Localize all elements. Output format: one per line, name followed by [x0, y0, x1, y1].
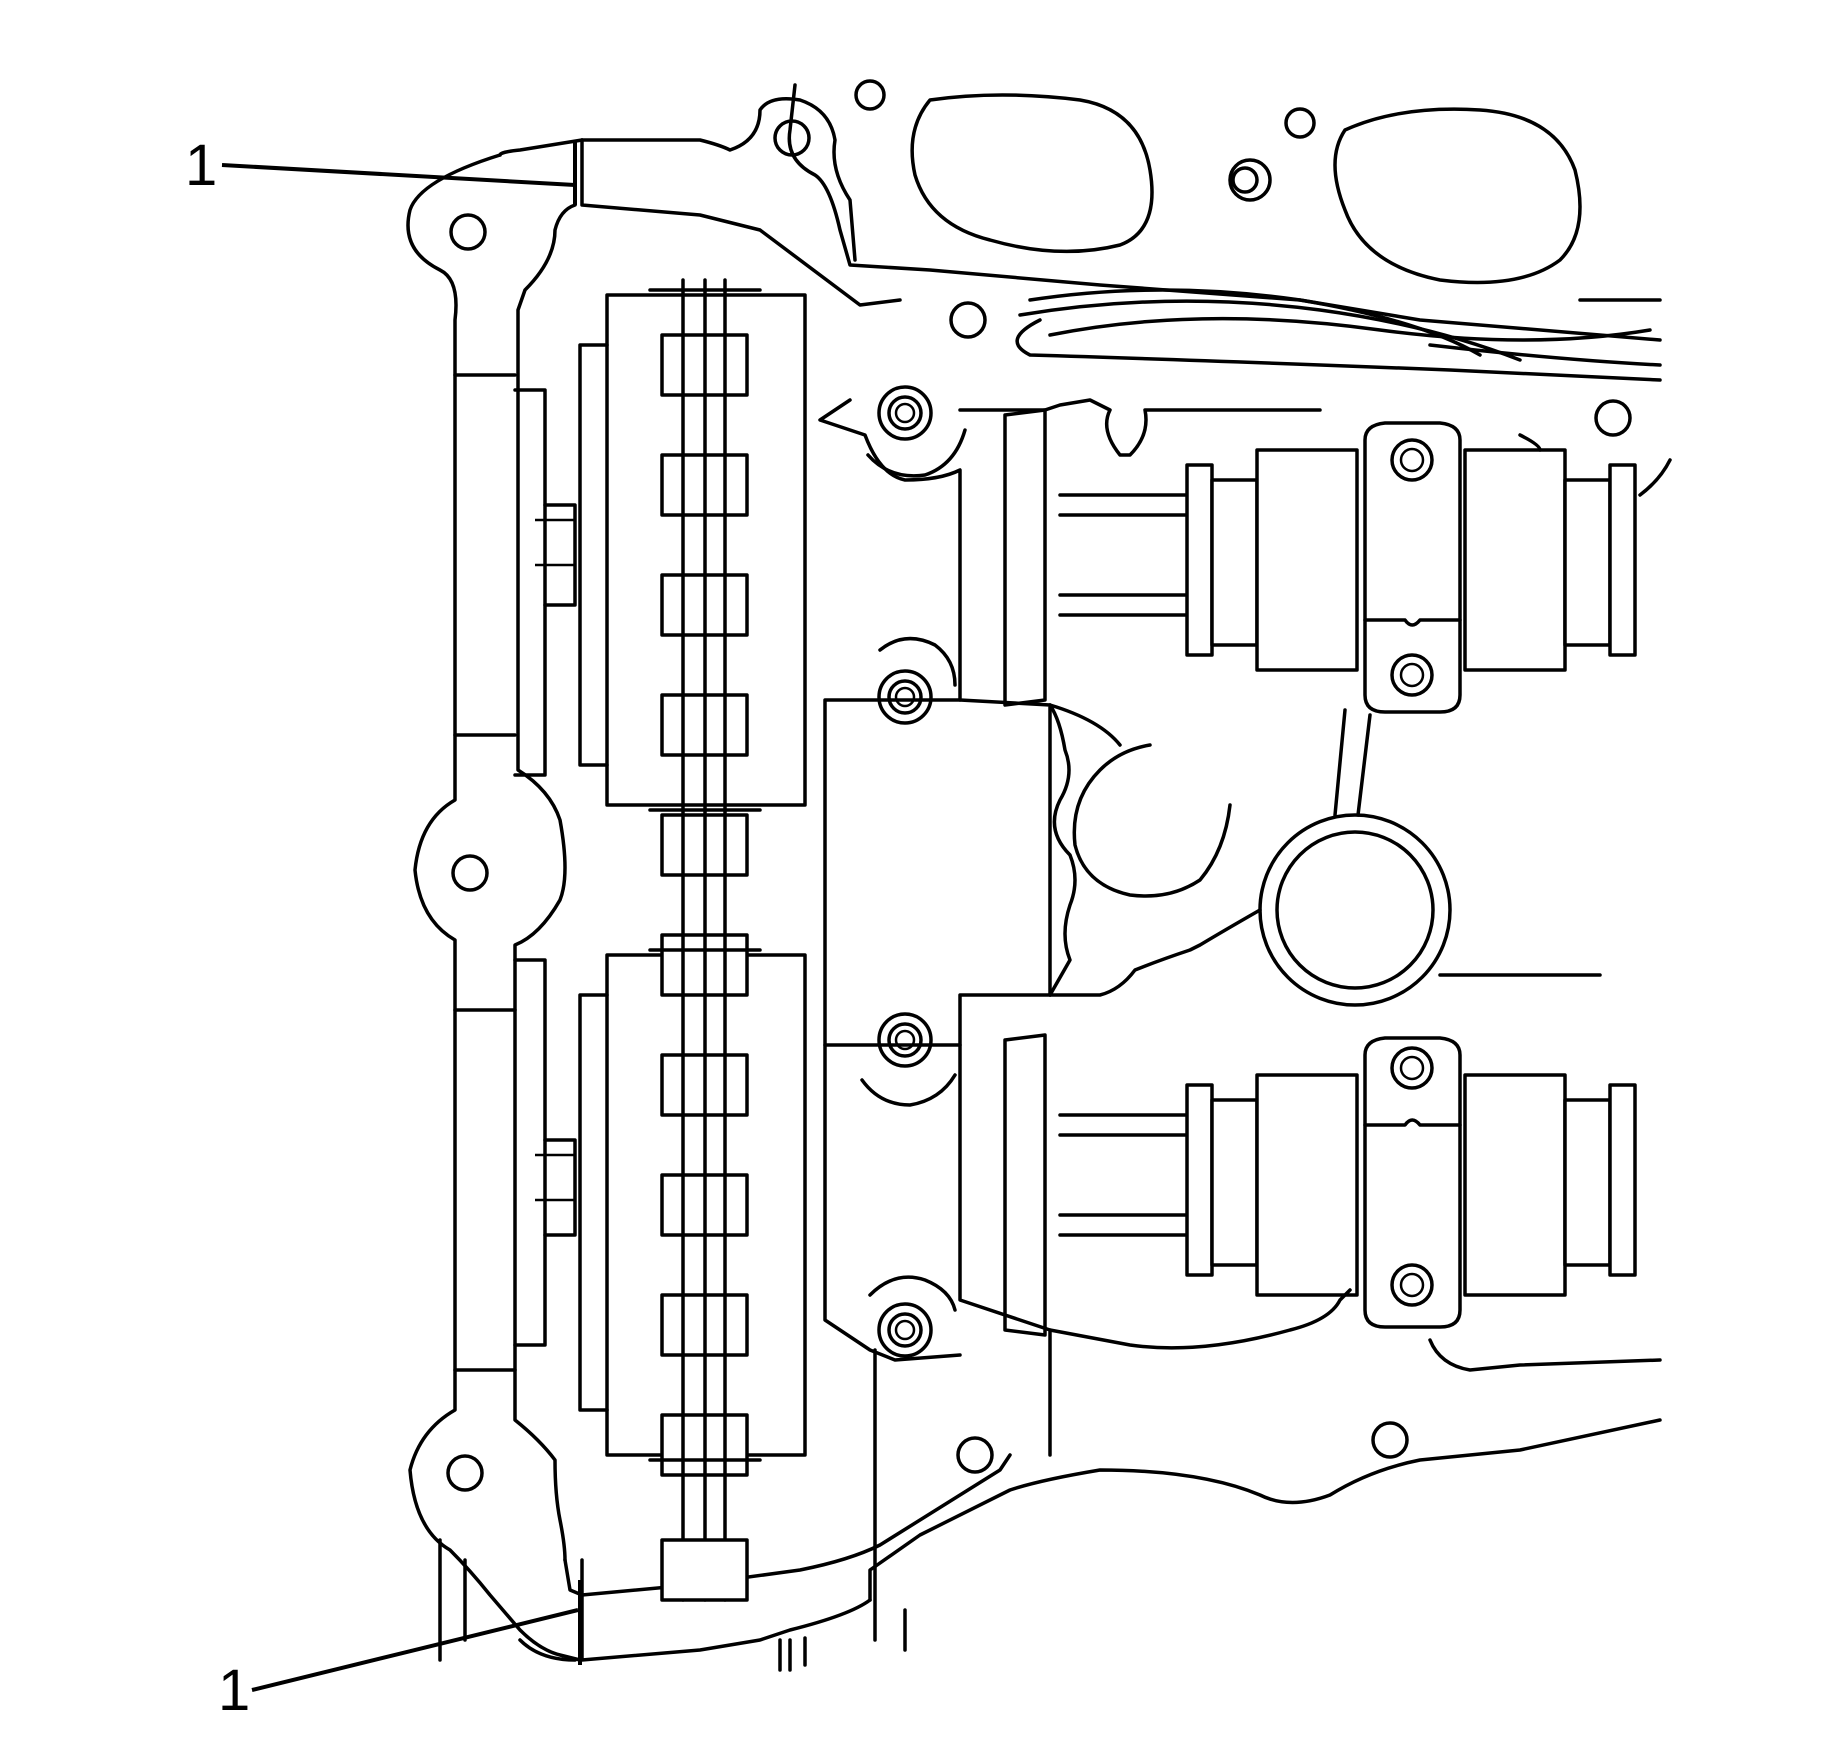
front-cover-plate — [818, 398, 1322, 1642]
bolt-2 — [877, 636, 957, 725]
callout-bottom-label: 1 — [218, 1658, 250, 1723]
intake-port-area — [787, 79, 1662, 382]
bolt-3 — [860, 1012, 957, 1107]
callout-top-label: 1 — [185, 133, 217, 198]
bolt-1 — [866, 385, 967, 478]
cover-bolts — [860, 385, 967, 1358]
timing-chain-assembly — [578, 278, 807, 1602]
cylinder-head-outline — [406, 97, 1662, 1672]
bolt-4 — [868, 1275, 957, 1358]
callout-bottom: 1 — [218, 1580, 582, 1723]
center-details — [1048, 703, 1662, 1372]
callout-top: 1 — [185, 133, 577, 205]
chain-link-block — [660, 1538, 749, 1602]
upper-camshaft — [1058, 421, 1672, 714]
lower-camshaft — [1058, 1036, 1637, 1329]
